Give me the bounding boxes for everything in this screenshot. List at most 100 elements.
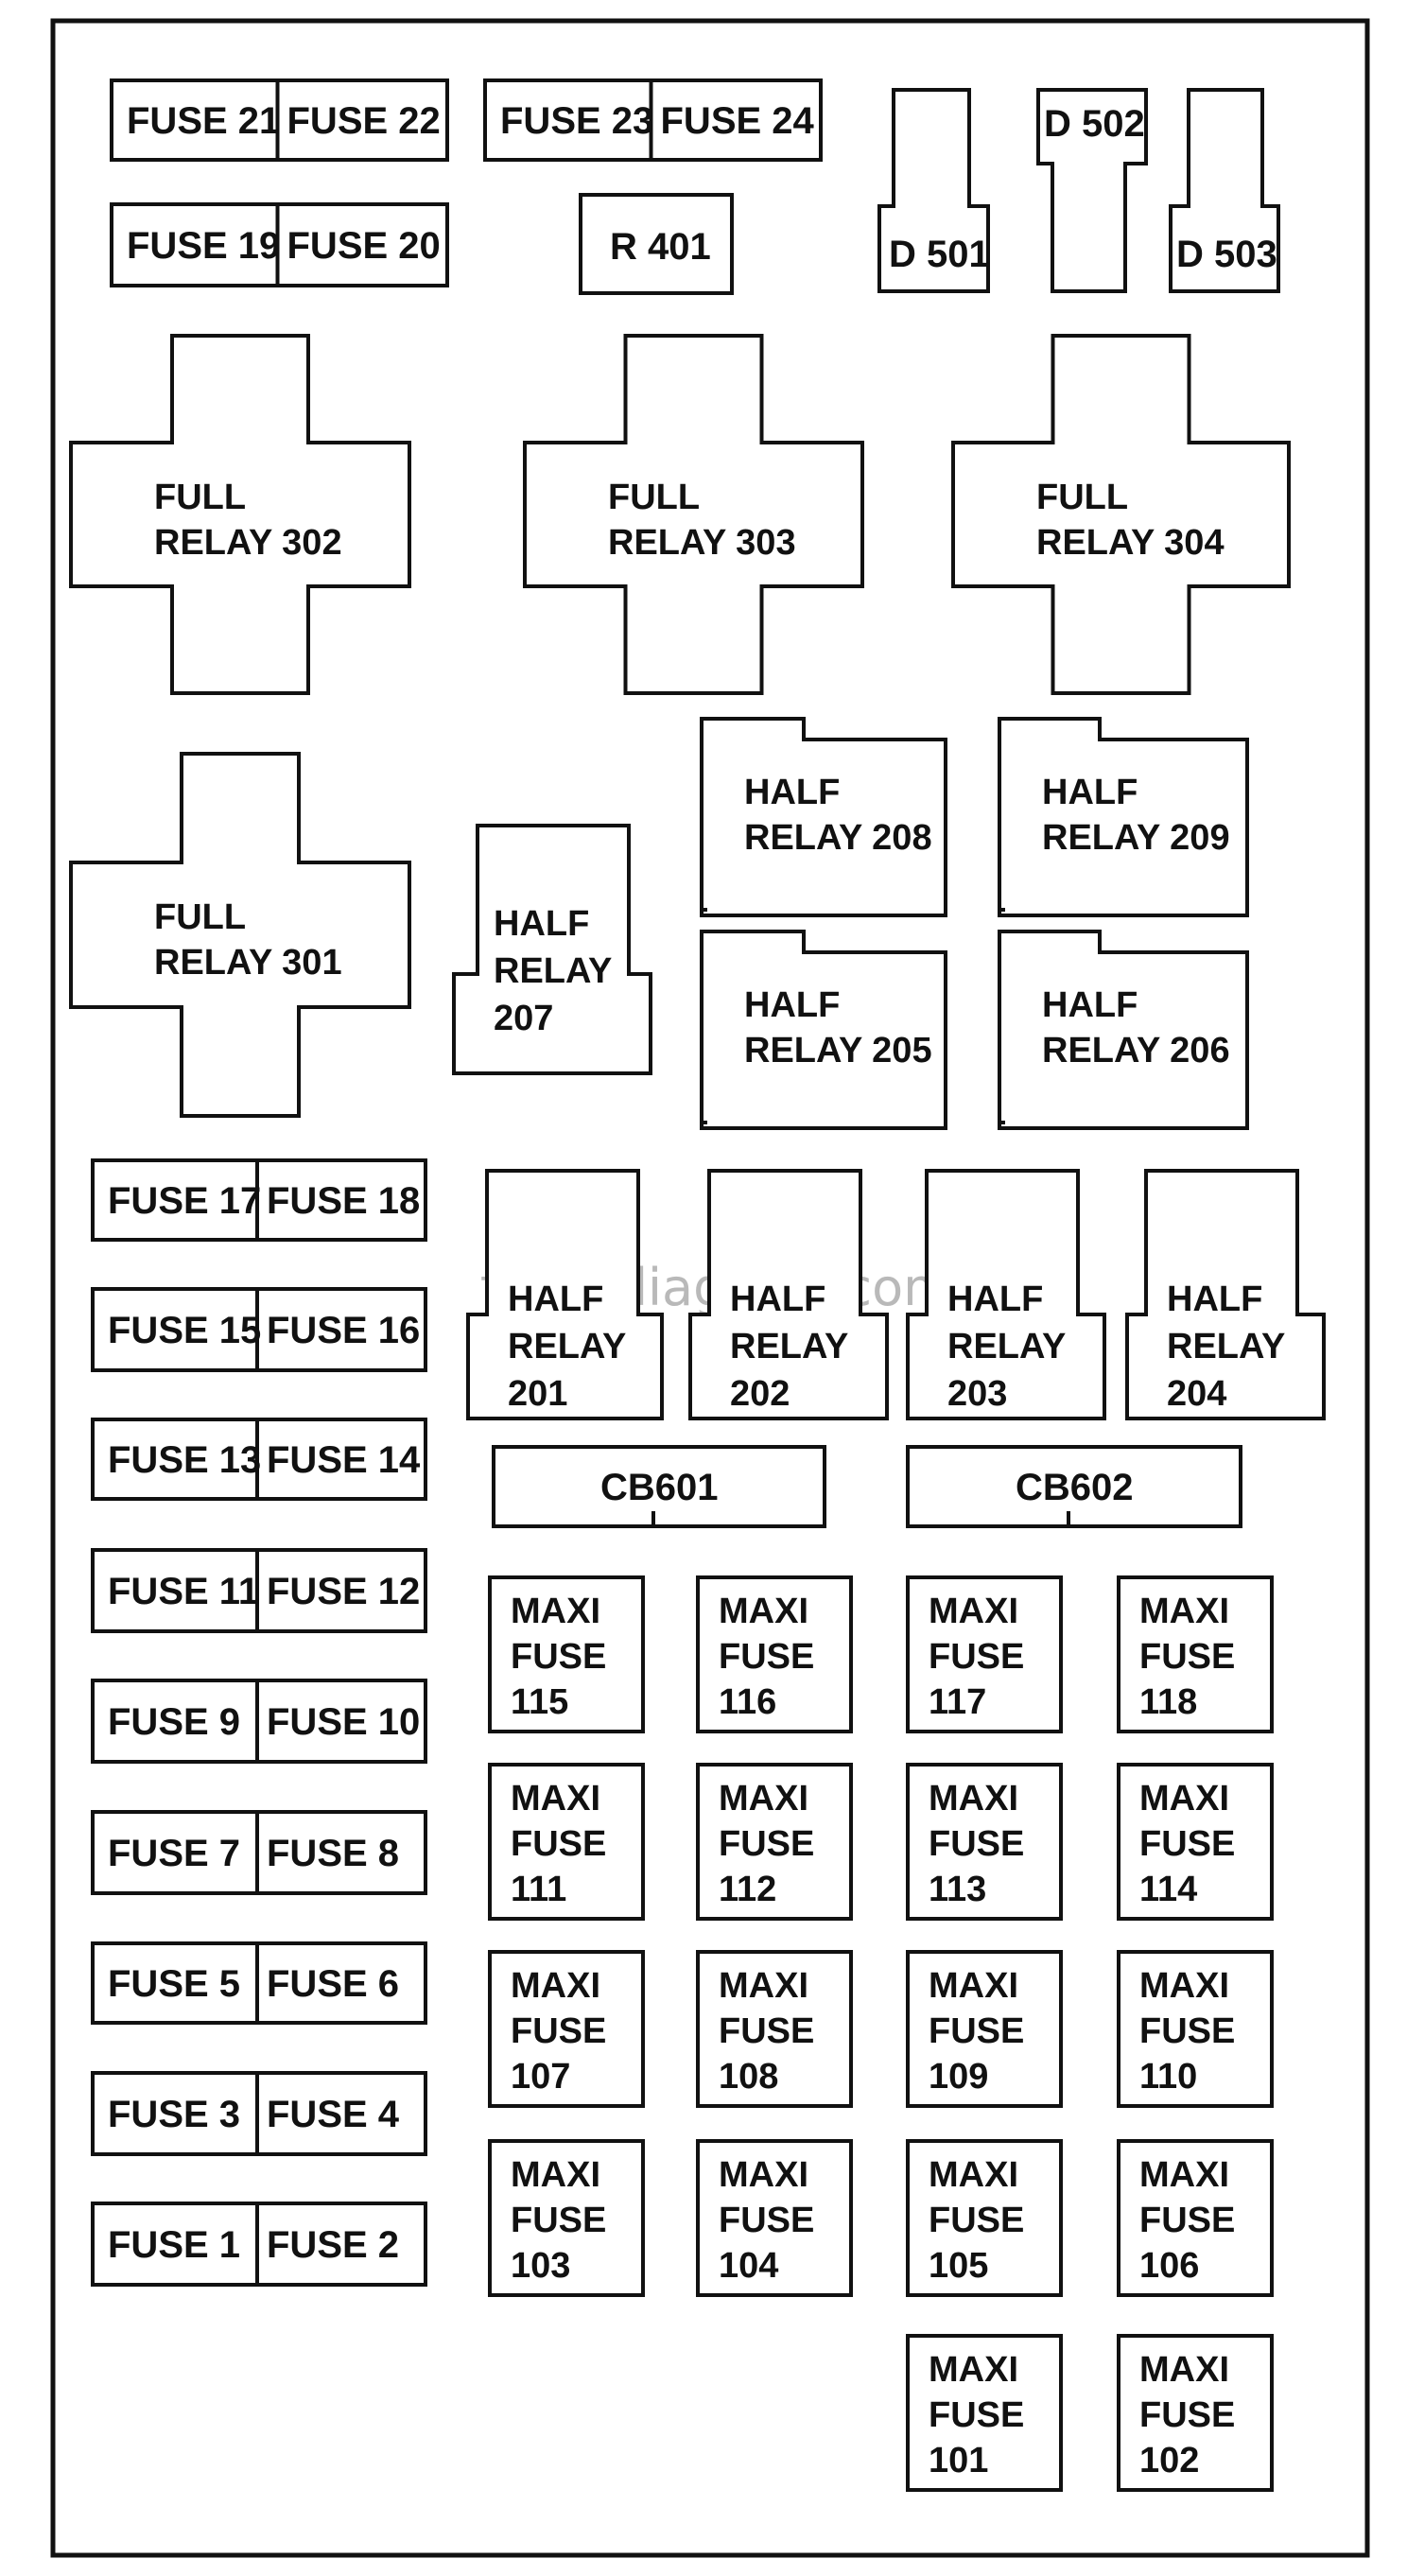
- half-relay-204-label-1: HALF: [1167, 1279, 1262, 1319]
- half-relay-203-label-3: 203: [947, 1374, 1007, 1414]
- fuse-22-label: FUSE 22: [287, 100, 441, 142]
- diode-outline: [1036, 88, 1148, 293]
- circuit-breaker-cb602: CB602: [906, 1445, 1242, 1528]
- diode-d-503: D 503: [1169, 88, 1280, 293]
- fuse-10-label: FUSE 10: [267, 1701, 420, 1743]
- maxi-fuse-107-label-3: 107: [511, 2057, 570, 2097]
- half-relay-201-label-2: RELAY: [508, 1327, 626, 1366]
- diode-d-502-label-1: D 502: [1044, 103, 1145, 145]
- maxi-fuse-118-label-2: FUSE: [1139, 1637, 1235, 1677]
- diode-d-501: D 501: [877, 88, 990, 293]
- fuse-5-label: FUSE 5: [108, 1963, 240, 2005]
- maxi-fuse-116: MAXI FUSE 116: [696, 1575, 853, 1733]
- half-relay-205-label-1: HALF: [744, 985, 840, 1025]
- maxi-fuse-box: [488, 1950, 645, 2108]
- fuse-11-label: FUSE 11: [108, 1571, 259, 1612]
- fuse-18-label: FUSE 18: [267, 1180, 420, 1222]
- maxi-fuse-102-label-3: 102: [1139, 2441, 1199, 2480]
- full-relay-303-label-2: RELAY 303: [608, 523, 796, 563]
- maxi-fuse-107-label-1: MAXI: [511, 1966, 600, 2006]
- circuit-breaker-box: [492, 1445, 826, 1528]
- half-relay-outline: [998, 717, 1249, 917]
- maxi-fuse-117-label-3: 117: [929, 1682, 986, 1722]
- maxi-fuse-103-label-1: MAXI: [511, 2155, 600, 2195]
- maxi-fuse-box: [1117, 2334, 1274, 2492]
- maxi-fuse-108-label-1: MAXI: [719, 1966, 808, 2006]
- maxi-fuse-108-label-2: FUSE: [719, 2011, 814, 2051]
- resistor-box: [579, 193, 734, 295]
- half-relay-207-label-1: HALF: [494, 904, 589, 944]
- full-relay-303-label-1: FULL: [608, 478, 700, 517]
- maxi-fuse-box: [1117, 1950, 1274, 2108]
- maxi-fuse-102: MAXI FUSE 102: [1117, 2334, 1274, 2492]
- full-relay-301-label-1: FULL: [154, 897, 246, 937]
- maxi-fuse-112-label-1: MAXI: [719, 1779, 808, 1819]
- half-relay-203-label-2: RELAY: [947, 1327, 1066, 1366]
- maxi-fuse-111-label-1: MAXI: [511, 1779, 600, 1819]
- maxi-fuse-115-label-2: FUSE: [511, 1637, 606, 1677]
- full-relay-301: FULL RELAY 301: [69, 752, 411, 1118]
- half-relay-201-label-3: 201: [508, 1374, 567, 1414]
- fuse-13-label: FUSE 13: [108, 1439, 261, 1481]
- half-relay-206-label-2: RELAY 206: [1042, 1031, 1230, 1070]
- half-relay-202-label-3: 202: [730, 1374, 790, 1414]
- maxi-fuse-102-label-2: FUSE: [1139, 2395, 1235, 2435]
- fuse-1-label: FUSE 1: [108, 2224, 240, 2266]
- maxi-fuse-112-label-3: 112: [719, 1870, 776, 1909]
- diode-outline: [877, 88, 990, 293]
- fuse-17-label: FUSE 17: [108, 1180, 261, 1222]
- maxi-fuse-box: [1117, 2139, 1274, 2297]
- full-relay-outline: [69, 334, 411, 695]
- maxi-fuse-110-label-2: FUSE: [1139, 2011, 1235, 2051]
- maxi-fuse-102-label-1: MAXI: [1139, 2350, 1229, 2390]
- half-relay-204-label-3: 204: [1167, 1374, 1226, 1414]
- full-relay-304-label-2: RELAY 304: [1036, 523, 1225, 563]
- half-relay-outline: [906, 1169, 1106, 1420]
- maxi-fuse-box: [906, 2334, 1063, 2492]
- maxi-fuse-114-label-2: FUSE: [1139, 1824, 1235, 1864]
- maxi-fuse-106-label-3: 106: [1139, 2246, 1199, 2286]
- half-relay-outline: [452, 824, 652, 1075]
- maxi-fuse-box: [906, 2139, 1063, 2297]
- circuit-breaker-box: [906, 1445, 1242, 1528]
- maxi-fuse-116-label-2: FUSE: [719, 1637, 814, 1677]
- fuse-3-label: FUSE 3: [108, 2094, 240, 2135]
- resistor-label-1: R 401: [610, 226, 711, 268]
- maxi-fuse-116-label-1: MAXI: [719, 1592, 808, 1631]
- maxi-fuse-104-label-2: FUSE: [719, 2201, 814, 2240]
- maxi-fuse-116-label-3: 116: [719, 1682, 776, 1722]
- fuse-4-label: FUSE 4: [267, 2094, 400, 2135]
- half-relay-207-label-3: 207: [494, 999, 553, 1038]
- maxi-fuse-103-label-3: 103: [511, 2246, 570, 2286]
- maxi-fuse-104-label-3: 104: [719, 2246, 778, 2286]
- half-relay-outline: [700, 930, 947, 1130]
- full-relay-301-label-2: RELAY 301: [154, 943, 342, 983]
- half-relay-outline: [998, 930, 1249, 1130]
- half-relay-205-label-2: RELAY 205: [744, 1031, 932, 1070]
